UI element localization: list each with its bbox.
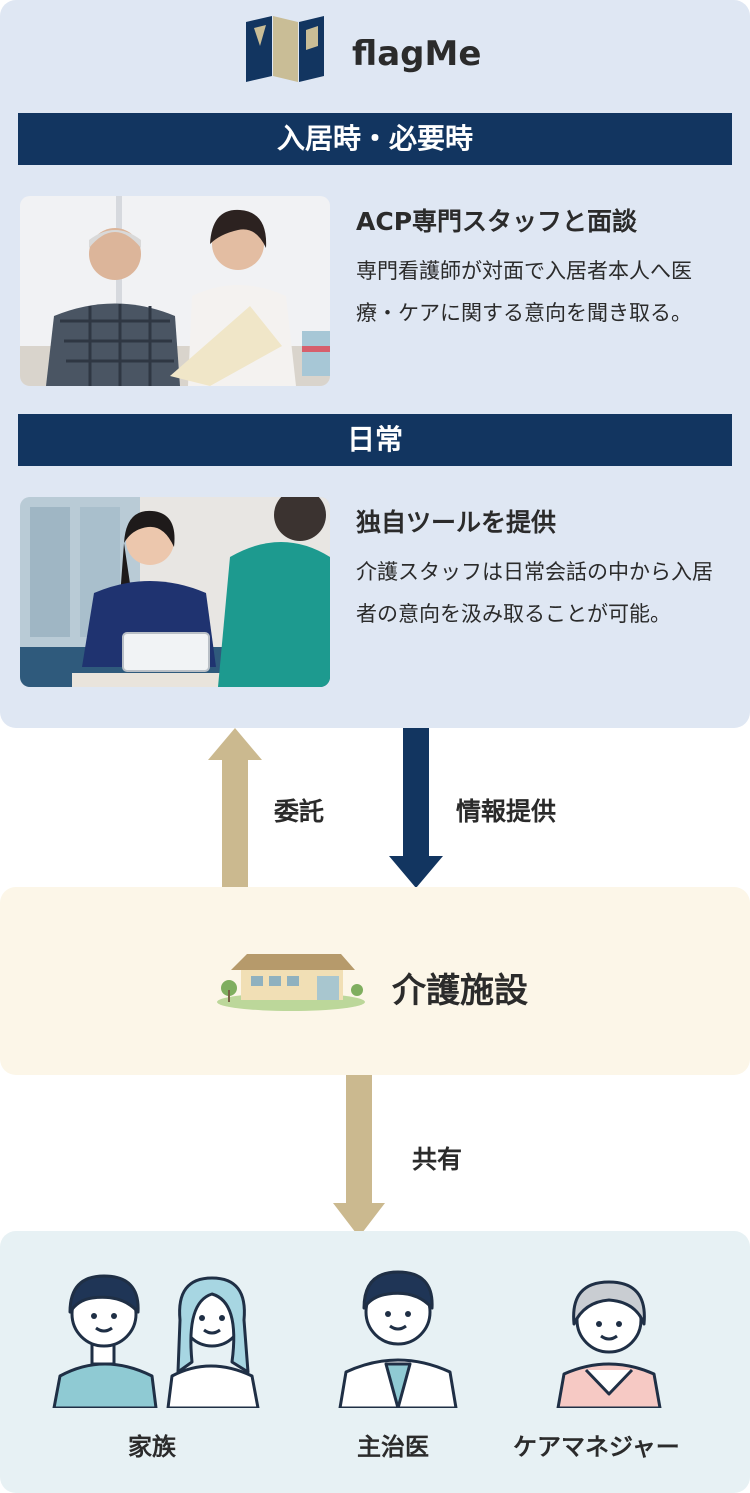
share-arrow-icon bbox=[333, 1075, 385, 1237]
section-title-tool: 独自ツールを提供 bbox=[356, 508, 557, 537]
commission-label: 委託 bbox=[274, 797, 325, 826]
section-title-acp: ACP専門スタッフと面談 bbox=[356, 207, 638, 236]
brand-name: flagMe bbox=[352, 34, 482, 74]
facility-label: 介護施設 bbox=[392, 971, 528, 1011]
facility-panel bbox=[0, 887, 750, 1075]
down-arrow-icon bbox=[389, 728, 443, 888]
section-band-daily: 日常 bbox=[18, 414, 732, 466]
nursing-facility-icon bbox=[217, 954, 365, 1011]
family-label: 家族 bbox=[128, 1433, 176, 1461]
caregiver-tablet-photo bbox=[20, 497, 330, 687]
up-arrow-icon bbox=[208, 728, 262, 888]
care-manager-label: ケアマネジャー bbox=[513, 1433, 680, 1461]
information-provision-label: 情報提供 bbox=[456, 797, 557, 826]
share-label: 共有 bbox=[412, 1145, 463, 1174]
care-manager-icon bbox=[556, 1280, 662, 1408]
flagme-logo-icon bbox=[246, 16, 324, 82]
section-band-admission: 入居時・必要時 bbox=[18, 113, 732, 165]
family-icon bbox=[52, 1274, 260, 1408]
section-description-acp: 専門看護師が対面で入居者本人へ医療・ケアに関する意向を聞き取る。 bbox=[356, 259, 692, 325]
doctor-icon bbox=[338, 1270, 458, 1408]
doctor-label: 主治医 bbox=[357, 1433, 429, 1461]
section-description-tool: 介護スタッフは日常会話の中から入居者の意向を汲み取ることが可能。 bbox=[356, 560, 713, 626]
elderly-man-interview-photo bbox=[20, 196, 330, 386]
